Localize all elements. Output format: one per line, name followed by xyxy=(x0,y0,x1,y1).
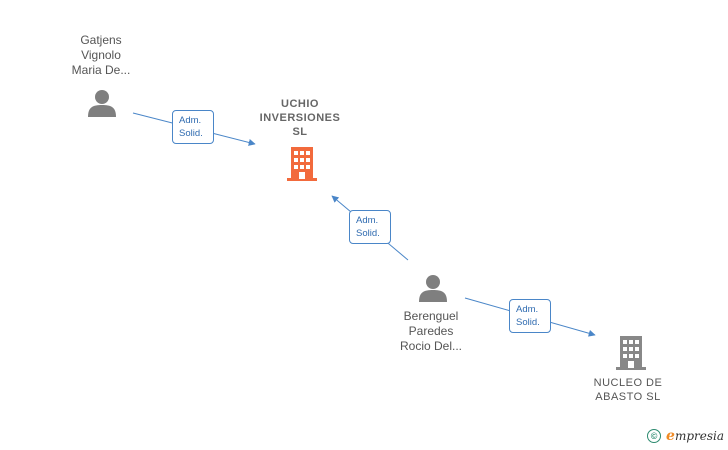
company-line: SL xyxy=(292,126,308,138)
name-line: Rocio Del... xyxy=(399,339,463,353)
company-line: INVERSIONES xyxy=(259,112,341,124)
person-icon[interactable] xyxy=(87,88,117,118)
name-line: Vignolo xyxy=(81,48,121,62)
role-line: Solid. xyxy=(516,317,540,328)
person-gatjens-label[interactable]: Gatjens Vignolo Maria De... xyxy=(57,33,145,78)
footer-credit: © empresia xyxy=(647,428,724,444)
person-icon[interactable] xyxy=(418,273,448,303)
role-line: Solid. xyxy=(179,128,203,139)
name-line: Paredes xyxy=(408,324,454,338)
role-line: Adm. xyxy=(356,215,379,226)
company-uchio-label[interactable]: UCHIO INVERSIONES SL xyxy=(250,97,350,139)
edge-label-berenguel-uchio[interactable]: Adm. Solid. xyxy=(349,210,391,244)
name-line: Maria De... xyxy=(71,63,131,77)
role-line: Solid. xyxy=(356,228,380,239)
building-icon[interactable] xyxy=(285,145,319,181)
role-line: Adm. xyxy=(516,304,539,315)
role-line: Adm. xyxy=(179,115,202,126)
edge-label-berenguel-nucleo[interactable]: Adm. Solid. xyxy=(509,299,551,333)
name-line: Gatjens xyxy=(80,33,122,47)
brand-initial: e xyxy=(666,428,675,444)
building-icon[interactable] xyxy=(614,334,648,370)
company-line: UCHIO xyxy=(281,98,319,110)
name-line: Berenguel xyxy=(403,309,459,323)
company-line: NUCLEO DE xyxy=(593,377,663,389)
company-line: ABASTO SL xyxy=(595,391,661,403)
company-nucleo-label[interactable]: NUCLEO DE ABASTO SL xyxy=(578,376,678,404)
brand-logo[interactable]: empresia xyxy=(666,428,724,444)
edge-label-gatjens-uchio[interactable]: Adm. Solid. xyxy=(172,110,214,144)
copyright-icon: © xyxy=(647,429,662,443)
person-berenguel-label[interactable]: Berenguel Paredes Rocio Del... xyxy=(386,309,476,354)
brand-name: mpresia xyxy=(674,429,724,443)
